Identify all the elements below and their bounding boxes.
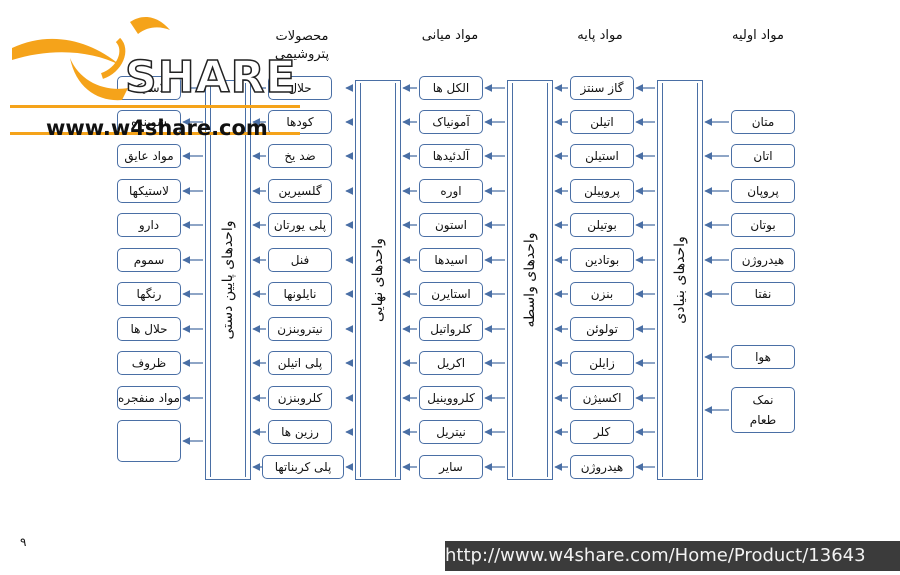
petro-item: نایلونها (268, 282, 332, 306)
primary-item: بوتان (731, 213, 795, 237)
intermediate-item: اکریل (419, 351, 483, 375)
primary-item: پروپان (731, 179, 795, 203)
petro-item: حلال (268, 76, 332, 100)
page-number: ۹ (20, 535, 27, 549)
base-item: زایلن (570, 351, 634, 375)
primary-item: متان (731, 110, 795, 134)
end-product-item: لاستیک (117, 76, 181, 100)
end-product-item: شوینده (117, 110, 181, 134)
intermediate-item: آمونیاک (419, 110, 483, 134)
header-primary-materials: مواد اولیه (732, 28, 784, 43)
end-product-item: لاستیکها (117, 179, 181, 203)
base-item: استیلن (570, 144, 634, 168)
petro-item: رزین ها (268, 420, 332, 444)
end-product-item: رنگها (117, 282, 181, 306)
primary-item: نفتا (731, 282, 795, 306)
header-petro-products: محصولات پتروشیمی (274, 29, 330, 62)
end-product-item: سموم (117, 248, 181, 272)
bar-upstream-label: واحدهای بنیادی (672, 236, 688, 324)
end-product-item: مواد عایق (117, 144, 181, 168)
base-item: گاز سنتز (570, 76, 634, 100)
bar-upstream-units: واحدهای بنیادی (657, 80, 703, 480)
base-item: پروپیلن (570, 179, 634, 203)
base-item: بوتیلن (570, 213, 634, 237)
base-item: بوتادین (570, 248, 634, 272)
petro-item: فنل (268, 248, 332, 272)
petro-item: ضد یخ (268, 144, 332, 168)
footer-url: http://www.w4share.com/Home/Product/1364… (445, 541, 900, 571)
logo-swoosh-icon (10, 16, 300, 135)
end-product-item (117, 420, 181, 462)
petro-item: پلی یورتان (268, 213, 332, 237)
primary-item: هیدروژن (731, 248, 795, 272)
base-item: اتیلن (570, 110, 634, 134)
petro-item: پلی اتیلن (268, 351, 332, 375)
end-product-item: حلال ها (117, 317, 181, 341)
end-product-item: مواد منفجره (117, 386, 181, 410)
petro-item: نیتروبنزن (268, 317, 332, 341)
intermediate-item: نیتریل (419, 420, 483, 444)
bar-intermediate-label: واحدهای واسطه (522, 232, 538, 328)
petro-item: کودها (268, 110, 332, 134)
bar-final-units: واحدهای نهایی (355, 80, 401, 480)
intermediate-item: سایر (419, 455, 483, 479)
petro-item: پلی کربناتها (262, 455, 344, 479)
primary-item: نمک طعام (731, 387, 795, 433)
intermediate-item: آلدئیدها (419, 144, 483, 168)
intermediate-item: کلرواتیل (419, 317, 483, 341)
logo-url: www.w4share.com (46, 116, 268, 140)
w4share-logo: SHARE www.w4share.com (10, 10, 310, 140)
intermediate-item: کلرووینیل (419, 386, 483, 410)
bar-downstream-label: واحدهای پایین دستی (220, 220, 236, 340)
intermediate-item: اوره (419, 179, 483, 203)
end-product-item: ظروف (117, 351, 181, 375)
logo-word: SHARE (124, 51, 297, 104)
intermediate-item: اسیدها (419, 248, 483, 272)
end-product-item: دارو (117, 213, 181, 237)
bar-intermediate-units: واحدهای واسطه (507, 80, 553, 480)
base-item: اکسیژن (570, 386, 634, 410)
petro-item: کلروبنزن (268, 386, 332, 410)
intermediate-item: استایرن (419, 282, 483, 306)
intermediate-item: الکل ها (419, 76, 483, 100)
header-base-materials: مواد پایه (577, 28, 623, 43)
bar-final-label: واحدهای نهایی (370, 238, 386, 322)
base-item: بنزن (570, 282, 634, 306)
primary-item: هوا (731, 345, 795, 369)
petro-item: گلسیرین (268, 179, 332, 203)
header-intermediate-materials: مواد میانی (421, 28, 479, 43)
base-item: کلر (570, 420, 634, 444)
base-item: تولوئن (570, 317, 634, 341)
intermediate-item: استون (419, 213, 483, 237)
base-item: هیدروژن (570, 455, 634, 479)
primary-item: اتان (731, 144, 795, 168)
bar-downstream-units: واحدهای پایین دستی (205, 80, 251, 480)
